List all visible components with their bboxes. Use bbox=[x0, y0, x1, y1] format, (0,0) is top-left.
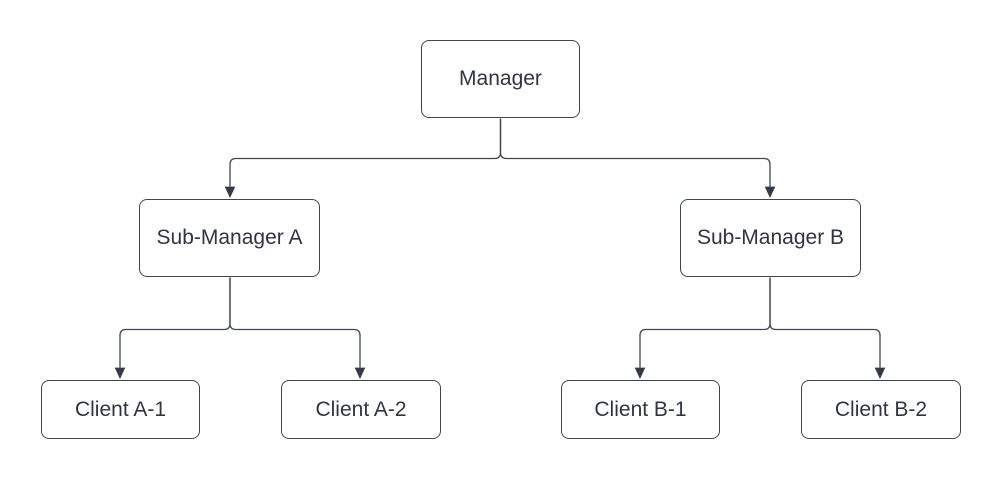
edge-line bbox=[499, 118, 771, 187]
edge-arrowhead bbox=[634, 367, 646, 379]
node-label: Client A-1 bbox=[74, 397, 167, 421]
edge-line bbox=[229, 118, 502, 187]
node-label: Manager bbox=[459, 67, 542, 90]
edge-line bbox=[119, 277, 231, 368]
node-label: Client B-1 bbox=[594, 397, 687, 421]
node-client-b2[interactable]: Client B-2 bbox=[801, 380, 961, 439]
edge-sub-manager-b-to-client-b2 bbox=[769, 277, 886, 379]
edge-line bbox=[769, 277, 881, 368]
edge-arrowhead bbox=[874, 367, 886, 379]
node-label: Sub-Manager A bbox=[156, 226, 303, 249]
node-client-a1[interactable]: Client A-1 bbox=[41, 380, 200, 439]
edge-sub-manager-b-to-client-b1 bbox=[634, 277, 771, 379]
node-client-b1[interactable]: Client B-1 bbox=[561, 380, 720, 439]
edge-arrowhead bbox=[224, 186, 236, 198]
edge-arrowhead bbox=[114, 367, 126, 379]
edge-manager-to-sub-manager-a bbox=[224, 118, 502, 198]
node-label: Sub-Manager B bbox=[696, 226, 845, 249]
edge-arrowhead bbox=[354, 367, 366, 379]
edge-line bbox=[229, 277, 361, 368]
node-sub-manager-a[interactable]: Sub-Manager A bbox=[139, 199, 320, 277]
edge-sub-manager-a-to-client-a2 bbox=[229, 277, 366, 379]
node-label: Client B-2 bbox=[834, 397, 928, 421]
node-manager[interactable]: Manager bbox=[421, 40, 580, 118]
node-label: Client A-2 bbox=[315, 397, 407, 421]
node-client-a2[interactable]: Client A-2 bbox=[281, 380, 441, 439]
edge-manager-to-sub-manager-b bbox=[499, 118, 776, 198]
edge-sub-manager-a-to-client-a1 bbox=[114, 277, 231, 379]
node-sub-manager-b[interactable]: Sub-Manager B bbox=[680, 199, 861, 277]
edge-arrowhead bbox=[764, 186, 776, 198]
edge-line bbox=[639, 277, 771, 368]
